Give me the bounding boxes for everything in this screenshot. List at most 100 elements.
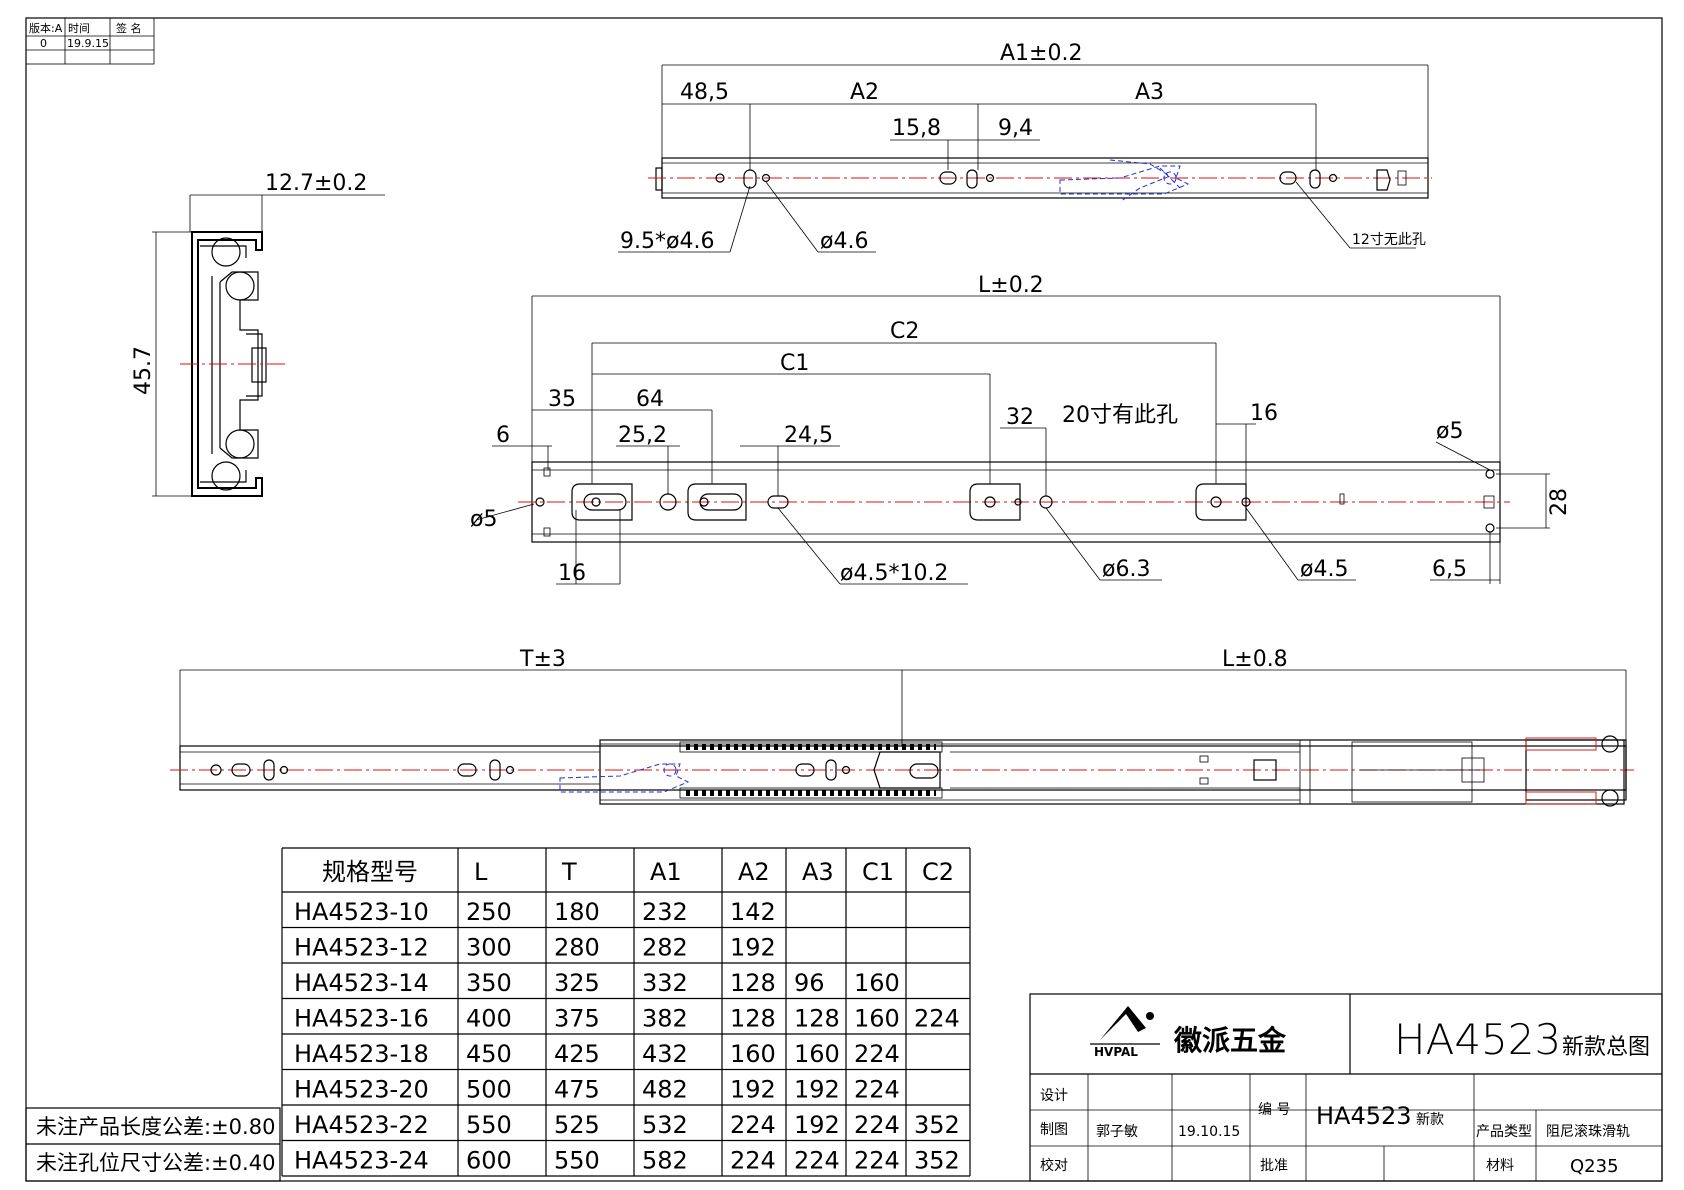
dim-l-assembly: L±0.8 — [1222, 647, 1288, 672]
table-value-cell: 224 — [730, 1147, 776, 1175]
table-value-cell: 432 — [642, 1040, 688, 1068]
dim-dia-6-3: ø6.3 — [1102, 557, 1150, 582]
table-value-cell: 96 — [794, 969, 825, 997]
rev-time-value: 19.9.15 — [67, 37, 109, 50]
label-approve: 批准 — [1260, 1158, 1288, 1174]
table-value-cell: 128 — [730, 969, 776, 997]
dim-25-2: 25,2 — [618, 423, 667, 448]
table-value-cell: 180 — [554, 898, 600, 926]
dim-dia-5-left: ø5 — [470, 507, 497, 532]
label-check: 校对 — [1040, 1157, 1068, 1174]
table-value-cell: 224 — [854, 1040, 900, 1068]
dim-16-top: 16 — [1250, 401, 1278, 426]
drawing-number-suffix: 新款 — [1416, 1112, 1444, 1128]
damper-blue-sketch — [1059, 159, 1190, 203]
table-value-cell: 500 — [466, 1076, 512, 1104]
table-value-cell: 332 — [642, 969, 688, 997]
rev-version-label: 版本:A — [29, 21, 63, 35]
dim-9-4: 9,4 — [998, 116, 1033, 141]
note-length-tolerance: 未注产品长度公差:±0.80 — [36, 1115, 275, 1139]
table-value-cell: 224 — [794, 1147, 840, 1175]
company-logo: HVPAL — [1090, 1006, 1160, 1059]
table-header-cell: C2 — [922, 858, 954, 886]
dim-width-12-7: 12.7±0.2 — [265, 171, 367, 196]
side-view: L±0.2 C2 C1 35 64 25,2 24,5 6 ø5 32 20寸有… — [470, 273, 1572, 586]
top-view: A1±0.2 48,5 A2 A3 15,8 9,4 9.5*ø4.6 ø4.6… — [618, 41, 1432, 254]
table-value-cell: 425 — [554, 1040, 600, 1068]
dim-15-8: 15,8 — [892, 116, 941, 141]
table-value-cell: 550 — [466, 1111, 512, 1139]
table-value-cell: 192 — [794, 1076, 840, 1104]
table-model-cell: HA4523-14 — [294, 969, 429, 997]
table-model-cell: HA4523-12 — [294, 934, 429, 962]
table-model-cell: HA4523-16 — [294, 1005, 429, 1033]
material-value: Q235 — [1570, 1156, 1619, 1177]
table-model-cell: HA4523-20 — [294, 1076, 429, 1104]
logo-brand-text: HVPAL — [1094, 1045, 1138, 1059]
dim-l-side: L±0.2 — [978, 273, 1044, 298]
drawing-date: 19.10.15 — [1178, 1124, 1240, 1140]
table-value-cell: 352 — [914, 1147, 960, 1175]
dim-slot-4-5: ø4.5*10.2 — [840, 561, 948, 586]
label-draw: 制图 — [1040, 1122, 1068, 1138]
revision-table: 版本:A 时间 签 名 0 19.9.15 — [25, 17, 155, 65]
table-value-cell: 192 — [730, 934, 776, 962]
note-12-inch: 12寸无此孔 — [1352, 232, 1426, 248]
label-design: 设计 — [1040, 1088, 1068, 1104]
note-hole-tolerance: 未注孔位尺寸公差:±0.40 — [36, 1151, 275, 1175]
table-value-cell: 350 — [466, 969, 512, 997]
table-value-cell: 224 — [914, 1005, 960, 1033]
table-value-cell: 525 — [554, 1111, 600, 1139]
table-header-cell: 规格型号 — [322, 858, 418, 886]
table-value-cell: 282 — [642, 934, 688, 962]
table-header-cell: T — [561, 858, 577, 886]
product-type-value: 阻尼滚珠滑轨 — [1546, 1123, 1630, 1140]
title-block: HVPAL 徽派五金 HA4523 新款总图 设计 制图 校对 郭子敏 19.1… — [1029, 993, 1663, 1182]
note-20-inch: 20寸有此孔 — [1062, 403, 1178, 428]
table-value-cell: 192 — [794, 1111, 840, 1139]
table-value-cell: 160 — [854, 1005, 900, 1033]
table-value-cell: 224 — [854, 1147, 900, 1175]
company-name: 徽派五金 — [1173, 1024, 1287, 1057]
table-value-cell: 450 — [466, 1040, 512, 1068]
table-value-cell: 382 — [642, 1005, 688, 1033]
table-value-cell: 160 — [730, 1040, 776, 1068]
table-header-cell: C1 — [862, 858, 894, 886]
dim-slot-9-5: 9.5*ø4.6 — [620, 229, 714, 254]
dim-c1: C1 — [780, 351, 809, 376]
dim-height-45-7: 45.7 — [131, 346, 156, 395]
dim-28: 28 — [1547, 488, 1572, 516]
dim-dia-4-5: ø4.5 — [1300, 557, 1348, 582]
rev-version-value: 0 — [40, 37, 47, 50]
table-value-cell: 375 — [554, 1005, 600, 1033]
dim-32: 32 — [1006, 405, 1034, 430]
table-value-cell: 400 — [466, 1005, 512, 1033]
dim-t: T±3 — [519, 647, 566, 672]
table-value-cell: 232 — [642, 898, 688, 926]
dim-a1: A1±0.2 — [1000, 41, 1082, 66]
tolerance-notes: 未注产品长度公差:±0.80 未注孔位尺寸公差:±0.40 — [25, 1107, 281, 1182]
dim-6: 6 — [496, 423, 510, 448]
dim-24-5: 24,5 — [784, 423, 833, 448]
dim-a2: A2 — [850, 80, 879, 105]
dim-35: 35 — [548, 387, 576, 412]
table-value-cell: 192 — [730, 1076, 776, 1104]
table-value-cell: 280 — [554, 934, 600, 962]
rev-sign-label: 签 名 — [116, 21, 142, 35]
dim-6-5: 6,5 — [1432, 557, 1467, 582]
label-number: 编 号 — [1258, 1102, 1290, 1118]
assembly-damper-sketch — [559, 763, 690, 793]
table-value-cell: 352 — [914, 1111, 960, 1139]
drafter-name: 郭子敏 — [1096, 1123, 1138, 1140]
table-header-cell: L — [474, 858, 488, 886]
assembly-view: T±3 L±0.8 — [170, 647, 1634, 807]
dim-c2: C2 — [890, 319, 919, 344]
table-value-cell: 325 — [554, 969, 600, 997]
table-value-cell: 160 — [854, 969, 900, 997]
table-header-cell: A2 — [738, 858, 770, 886]
drawing-title-suffix: 新款总图 — [1562, 1035, 1650, 1060]
table-model-cell: HA4523-22 — [294, 1111, 429, 1139]
table-value-cell: 224 — [854, 1076, 900, 1104]
